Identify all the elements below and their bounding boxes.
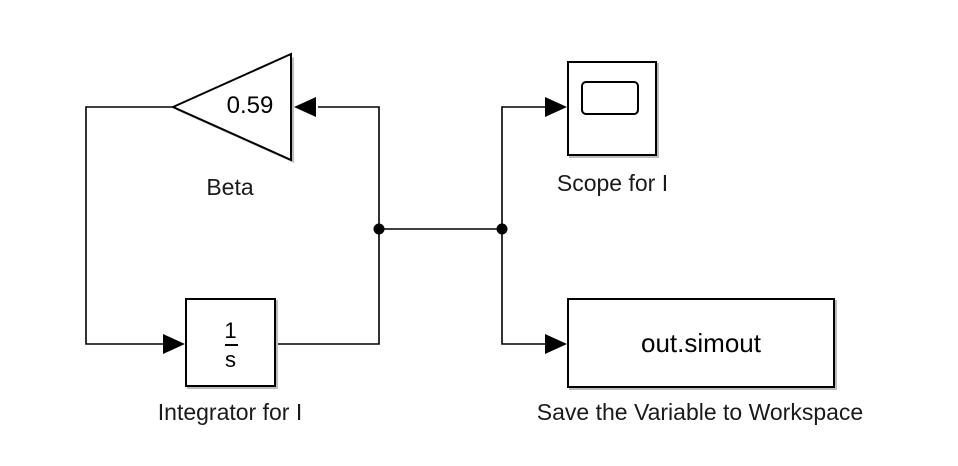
branch-point-2 bbox=[496, 223, 508, 235]
arrowhead-workspace-input bbox=[545, 334, 567, 354]
to-workspace-block[interactable]: out.simout bbox=[567, 298, 835, 388]
integrator-denominator: s bbox=[225, 347, 236, 372]
integrator-block[interactable]: 1 s bbox=[185, 298, 276, 387]
integrator-fraction-bar bbox=[225, 344, 238, 346]
signal-line-feedback[interactable] bbox=[85, 106, 173, 345]
integrator-numerator: 1 bbox=[224, 318, 237, 343]
arrowhead-scope-input bbox=[545, 97, 567, 117]
arrowhead-gain-input bbox=[294, 97, 316, 117]
integrator-label: Integrator for I bbox=[157, 399, 303, 425]
gain-value: 0.59 bbox=[226, 92, 274, 119]
gain-block[interactable] bbox=[170, 52, 292, 162]
signal-lines bbox=[85, 106, 545, 345]
arrowhead-integrator-input bbox=[163, 334, 185, 354]
scope-block[interactable] bbox=[567, 61, 657, 156]
gain-label: Beta bbox=[206, 174, 254, 200]
arrowheads bbox=[163, 97, 567, 354]
branch-point-1 bbox=[373, 223, 385, 235]
workspace-variable-name: out.simout bbox=[641, 328, 761, 358]
signal-line-to-gain[interactable] bbox=[318, 106, 380, 229]
scope-label: Scope for I bbox=[556, 170, 669, 196]
signal-line-integrator-out[interactable] bbox=[276, 229, 380, 345]
scope-screen-icon bbox=[581, 81, 639, 115]
signal-line-to-scope[interactable] bbox=[501, 106, 545, 229]
to-workspace-label: Save the Variable to Workspace bbox=[536, 399, 864, 425]
signal-line-to-workspace[interactable] bbox=[501, 229, 545, 345]
